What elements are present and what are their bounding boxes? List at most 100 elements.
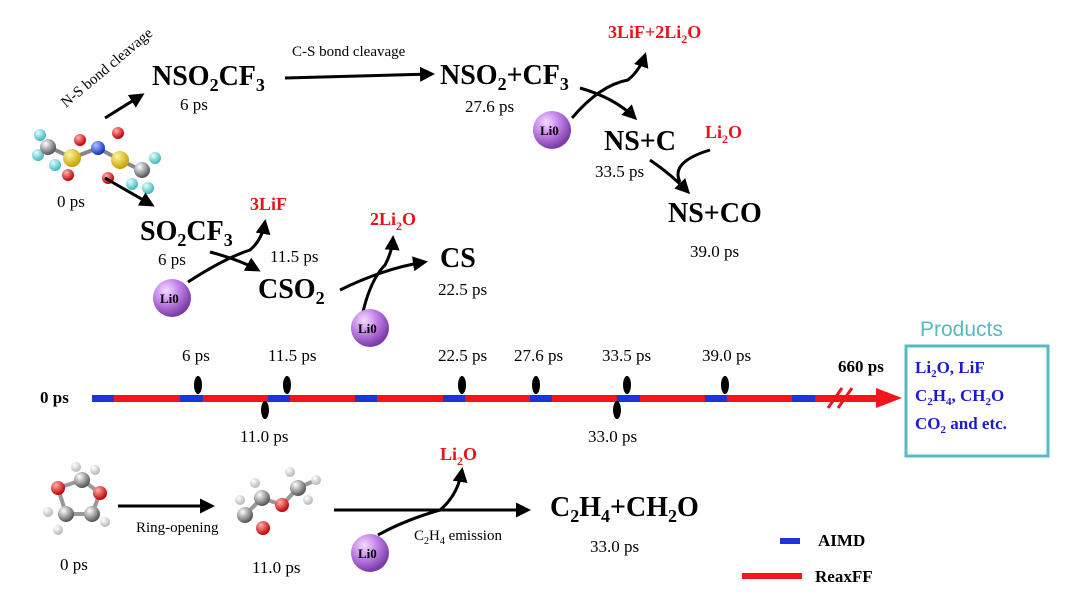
lif3-product: 3LiF [250,194,287,214]
svg-text:6 ps: 6 ps [182,346,210,365]
svg-text:Li0: Li0 [160,291,179,306]
legend-aimd: AIMD [780,531,865,550]
tick-below-1: 11.0 ps [240,401,289,446]
lif-li2o-product: 3LiF+2Li2O [608,22,701,46]
li-atom-3: Li0 [351,309,389,347]
svg-text:11.5 ps: 11.5 ps [268,346,317,365]
ns-c-formula: NS+C [604,126,676,157]
li-atom-2: Li0 [153,279,191,317]
timeline-segment-reaxff [290,395,355,402]
svg-text:11.0 ps: 11.0 ps [240,427,289,446]
timeline-end: 660 ps [838,357,884,376]
svg-text:ReaxFF: ReaxFF [815,567,873,586]
dol-molecule-icon [43,462,110,535]
nso2-to-nsc-arrow [579,86,638,121]
timeline-segment-reaxff [465,395,530,402]
tick-above-1: 6 ps [182,346,210,394]
timeline-segment-reaxff [640,395,705,402]
timeline-start: 0 ps [40,388,69,407]
products-title: Products [920,318,1003,341]
so2-arrow [104,176,155,207]
li-react-arrow-4 [377,467,468,537]
tick-below-2: 33.0 ps [588,401,637,446]
tick-above-3: 22.5 ps [438,346,487,394]
ns-co-formula: NS+CO [668,198,762,229]
cso2-to-cs-arrow [339,256,428,292]
timeline-segment-aimd [530,395,552,402]
c2h4-time: 33.0 ps [590,537,639,556]
cs-formula: CS [440,243,476,274]
nsc-to-nsco-arrow [649,158,691,195]
so2cf3-time: 6 ps [158,250,186,269]
products-line-1: Li2O, LiF [915,358,985,380]
svg-text:33.0 ps: 33.0 ps [588,427,637,446]
so2cf3-formula: SO2CF3 [140,216,233,250]
cs-arrow [284,66,435,82]
tick-above-5: 33.5 ps [602,346,651,394]
legend-reaxff: ReaxFF [742,567,873,586]
ring-opening-label: Ring-opening [136,520,219,536]
products-box [904,344,1050,458]
tick-above-4: 27.6 ps [514,346,563,394]
svg-text:AIMD: AIMD [818,531,865,550]
so2cf3-to-cso2-arrow [209,250,261,272]
svg-text:Li0: Li0 [540,123,559,138]
products-line-2: C2H4, CH2O [915,386,1004,408]
ns-arrow [104,93,145,120]
c2h4-emission-label: C2H4 emission [414,528,502,547]
li2o-product-c: Li2O [440,444,477,468]
tick-above-6: 39.0 ps [702,346,751,394]
svg-text:27.6 ps: 27.6 ps [514,346,563,365]
timeline-break [826,387,854,409]
open-chain-molecule-icon [235,467,321,535]
timeline-segment-aimd [705,395,727,402]
timeline-segment-reaxff [114,395,180,402]
open-chain-time: 11.0 ps [252,558,301,577]
timeline-segment-reaxff [377,395,443,402]
li2o-product-b: 2Li2O [370,209,416,233]
timeline-arrowhead [876,388,902,408]
svg-text:Li0: Li0 [358,321,377,336]
ns-co-time: 39.0 ps [690,242,739,261]
dol-time: 0 ps [60,555,88,574]
svg-text:Li0: Li0 [358,546,377,561]
li-react-arrow-1 [570,52,649,119]
timeline-segment-aimd [443,395,465,402]
nso2cf3-formula: NSO2CF3 [152,61,265,95]
cs-time: 22.5 ps [438,280,487,299]
li-atom-4: Li0 [351,534,389,572]
cso2-formula: CSO2 [258,274,325,308]
timeline-segment-aimd [355,395,377,402]
nso2cf3-time: 6 ps [180,95,208,114]
c2h4-ch2o-formula: C2H4+CH2O [550,492,699,526]
timeline-bar [92,395,880,402]
timeline-segment-reaxff [203,395,268,402]
svg-text:22.5 ps: 22.5 ps [438,346,487,365]
li-react-arrow-2 [187,219,271,284]
li2o-product-a: Li2O [705,122,742,146]
timeline-segment-reaxff [552,395,617,402]
timeline-segment-aimd [268,395,290,402]
ns-cleavage-label: N-S bond cleavage [58,25,156,111]
li-react-arrow-3 [360,235,400,317]
tfsi-molecule-icon [32,127,161,194]
nso2-cf3-formula: NSO2+CF3 [440,60,569,94]
ns-c-time: 33.5 ps [595,162,644,181]
timeline-segment-aimd [180,395,203,402]
tick-above-2: 11.5 ps [268,346,317,394]
li-atom-1: Li0 [533,111,571,149]
li2o-join-arrow [676,148,711,183]
products-line-3: CO2 and etc. [915,414,1007,436]
start-time: 0 ps [57,192,85,211]
timeline-segment-aimd [617,395,640,402]
timeline-segment-aimd [92,395,114,402]
cs-cleavage-label: C-S bond cleavage [292,44,406,60]
cso2-time: 11.5 ps [270,247,319,266]
timeline-segment-aimd [792,395,815,402]
timeline-segment-reaxff [727,395,792,402]
nso2-cf3-time: 27.6 ps [465,97,514,116]
svg-text:33.5 ps: 33.5 ps [602,346,651,365]
timeline-segment-reaxff [815,395,880,402]
svg-text:39.0 ps: 39.0 ps [702,346,751,365]
